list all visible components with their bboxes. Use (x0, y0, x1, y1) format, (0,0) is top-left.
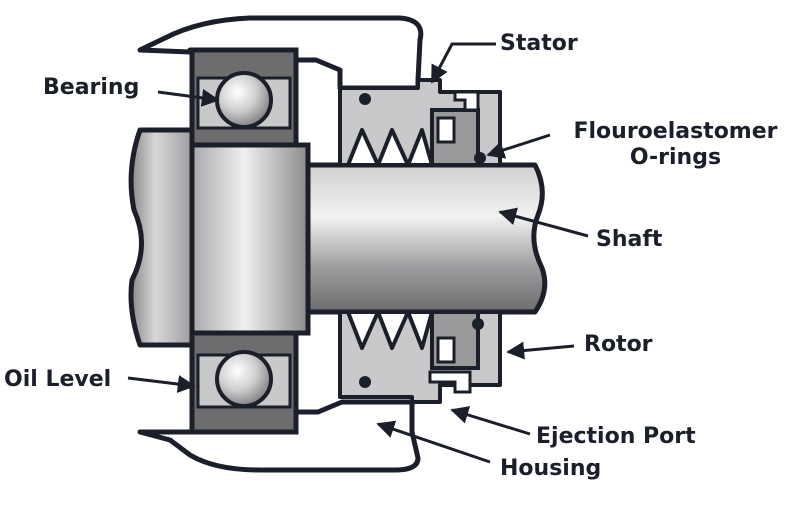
o-ring-bottom-right (472, 318, 484, 330)
shaft-shoulder (189, 142, 311, 336)
label-o-rings-line2: O-rings (629, 145, 722, 170)
stator-top-hook (453, 90, 480, 112)
housing-bottom (137, 399, 421, 473)
arrow-oil-level (127, 375, 196, 393)
label-oil-level: Oil Level (4, 367, 112, 392)
arrow-o-rings (486, 133, 551, 159)
housing-top (137, 15, 424, 91)
arrow-rotor (506, 341, 575, 360)
ejection-port-hook (428, 370, 472, 394)
bearing-ball-top (215, 71, 273, 129)
arrow-stator (430, 42, 496, 84)
rotor-top-slot (436, 116, 456, 144)
labyrinth-teeth-bottom (346, 310, 434, 350)
label-rotor: Rotor (584, 332, 653, 357)
label-stator: Stator (500, 31, 578, 56)
shaft-left-end (128, 127, 195, 348)
rotor-bottom-slot (436, 336, 456, 364)
leader-arrows (127, 42, 589, 464)
shaft (305, 162, 548, 315)
label-shaft: Shaft (596, 227, 663, 252)
arrow-bearing (157, 88, 220, 107)
label-o-rings-line1: Flouroelastomer (573, 119, 778, 144)
bearing-ball-bottom (215, 350, 273, 408)
arrow-ejection-port (450, 406, 531, 436)
o-ring-bottom-left (359, 376, 371, 388)
labyrinth-teeth-top (346, 128, 434, 167)
arrow-shaft (498, 207, 589, 238)
o-ring-top-right (474, 152, 486, 164)
o-ring-top-left (359, 93, 371, 105)
arrow-housing (376, 420, 491, 464)
label-bearing: Bearing (43, 75, 140, 100)
label-housing: Housing (500, 456, 602, 481)
label-ejection-port: Ejection Port (536, 424, 696, 449)
